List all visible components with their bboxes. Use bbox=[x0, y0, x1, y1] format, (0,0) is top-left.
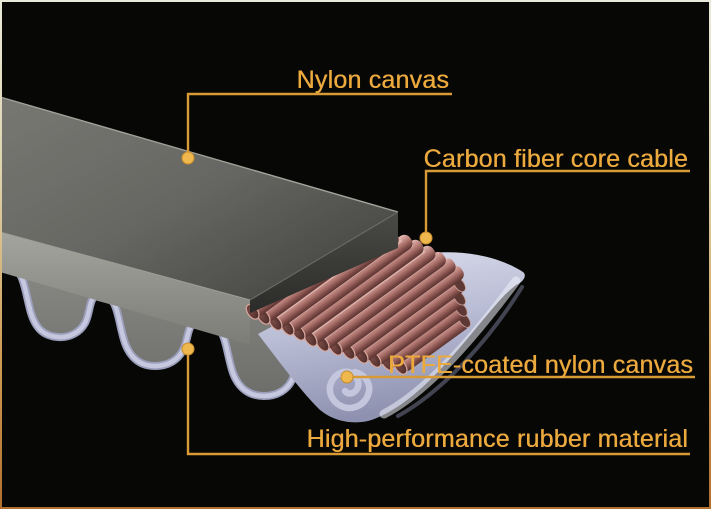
ptfe-curled-edge bbox=[326, 368, 373, 412]
label-ptfe-coated-nylon-canvas: PTFE-coated nylon canvas bbox=[388, 351, 693, 379]
leader-line-rubber bbox=[186, 355, 690, 456]
callout-dot-nylon bbox=[181, 151, 195, 165]
callout-dot-rubber bbox=[181, 342, 195, 356]
leader-line-carbon bbox=[424, 169, 690, 232]
callout-dot-ptfe bbox=[340, 370, 354, 384]
label-nylon-canvas: Nylon canvas bbox=[296, 66, 449, 94]
belt-top-face bbox=[2, 96, 399, 301]
belt-front-face bbox=[2, 232, 250, 345]
callout-dot-carbon bbox=[419, 231, 433, 245]
belt-cut-face bbox=[250, 212, 398, 313]
leader-line-nylon bbox=[186, 92, 452, 152]
label-carbon-fiber-core-cable: Carbon fiber core cable bbox=[423, 145, 688, 173]
label-high-performance-rubber: High-performance rubber material bbox=[306, 425, 688, 453]
